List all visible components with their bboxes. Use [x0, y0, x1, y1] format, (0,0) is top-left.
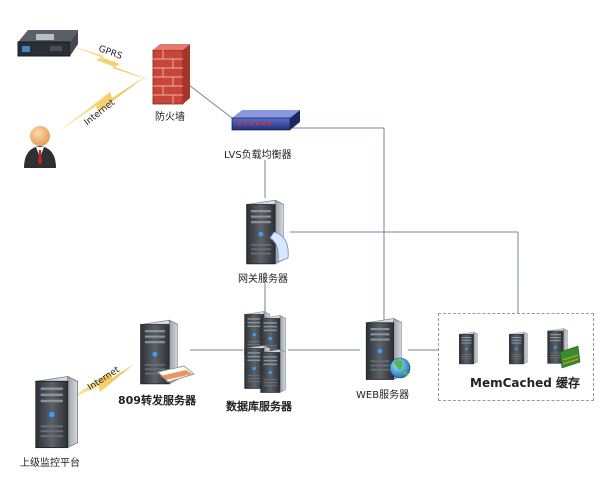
gps-terminal-icon: [17, 30, 78, 57]
server-cluster-icon: [244, 311, 286, 393]
upper-platform-label: 上级监控平台: [20, 458, 80, 469]
database-label: 数据库服务器: [226, 400, 292, 413]
connection-lines: [184, 81, 519, 351]
memcached-label: MemCached 缓存: [470, 376, 581, 390]
firewall-label: 防火墙: [155, 112, 185, 123]
server-icon: [35, 375, 78, 449]
server-icon: [140, 319, 196, 385]
firewall-icon: [152, 44, 190, 105]
wireless-links: [58, 44, 150, 400]
user-icon: [24, 126, 56, 168]
server-icon: [246, 199, 289, 265]
lvs-label: LVS负载均衡器: [224, 150, 292, 161]
link-firewall-lvs: [184, 81, 233, 119]
internet-upper-link-icon: [68, 364, 134, 400]
server-icon: [459, 328, 581, 369]
web-label: WEB服务器: [356, 390, 410, 401]
gateway-label: 网关服务器: [238, 274, 288, 285]
gprs-link-icon: [66, 44, 150, 80]
web-server-icon: [365, 318, 411, 380]
memcached-group: [438, 313, 594, 401]
load-balancer-icon: [231, 110, 300, 131]
internet-link-icon: [58, 76, 146, 132]
forwarder-label: 809转发服务器: [118, 394, 196, 407]
